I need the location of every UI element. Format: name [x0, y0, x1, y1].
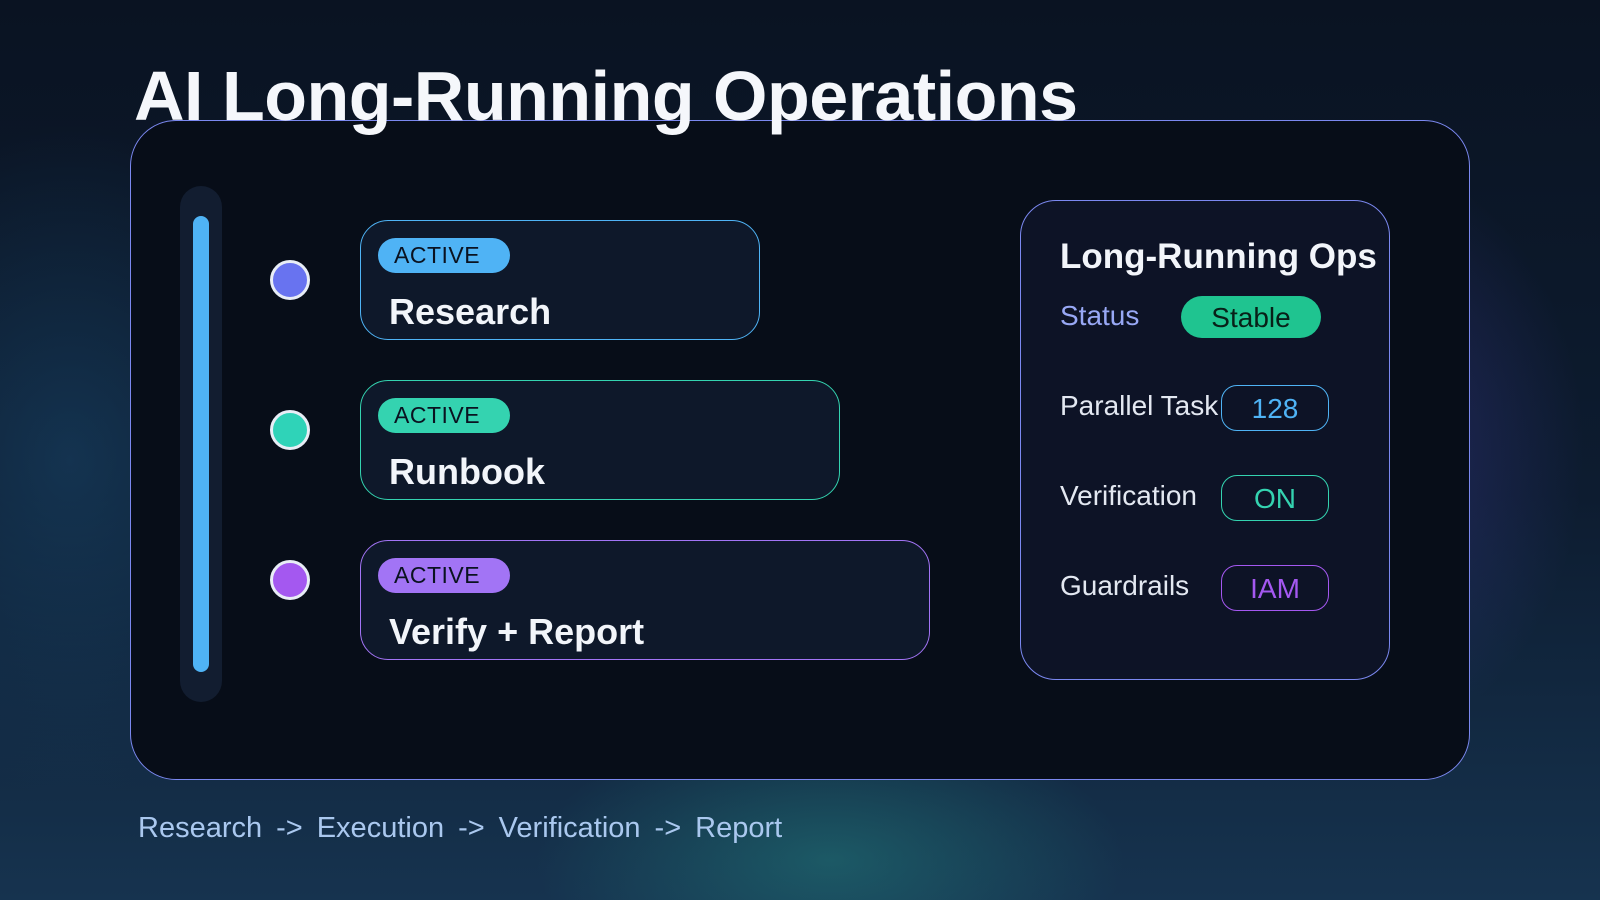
step-node-runbook: [270, 410, 310, 450]
flow-arrow: ->: [276, 812, 303, 844]
flow-step-research: Research: [138, 812, 263, 844]
step-card-research[interactable]: ACTIVE Research: [360, 220, 760, 340]
step-title: Research: [389, 291, 552, 332]
metric-value-verification: ON: [1221, 475, 1329, 521]
flow-footer: Research -> Execution -> Verification -> Repor…: [138, 812, 782, 845]
page-title: AI Long-Running Operations: [134, 57, 1078, 135]
status-badge: ACTIVE: [378, 398, 510, 433]
step-node-verify-report: [270, 560, 310, 600]
step-card-verify-report[interactable]: ACTIVE Verify + Report: [360, 540, 930, 660]
step-node-research: [270, 260, 310, 300]
flow-arrow: ->: [458, 812, 485, 844]
ops-panel: Long-Running Ops Status Stable Parallel …: [1020, 200, 1390, 680]
status-label: Status: [1060, 300, 1140, 331]
flow-step-report: Report: [695, 812, 783, 844]
metric-label-guardrails: Guardrails: [1060, 570, 1190, 601]
step-title: Verify + Report: [389, 611, 645, 652]
step-card-runbook[interactable]: ACTIVE Runbook: [360, 380, 840, 500]
metric-value-parallel-task: 128: [1221, 385, 1329, 431]
metric-label-parallel-task: Parallel Task: [1060, 390, 1219, 421]
flow-arrow: ->: [654, 812, 682, 844]
metric-value-guardrails: IAM: [1221, 565, 1329, 611]
status-badge: ACTIVE: [378, 238, 510, 273]
status-badge: ACTIVE: [378, 558, 510, 593]
timeline-progress-bar: [193, 216, 209, 672]
timeline-track: [180, 186, 222, 702]
ops-title: Long-Running Ops: [1060, 237, 1377, 276]
metric-label-verification: Verification: [1060, 480, 1197, 511]
flow-step-verification: Verification: [498, 812, 641, 844]
step-title: Runbook: [389, 451, 545, 492]
status-pill: Stable: [1181, 296, 1321, 338]
flow-step-execution: Execution: [316, 812, 445, 844]
